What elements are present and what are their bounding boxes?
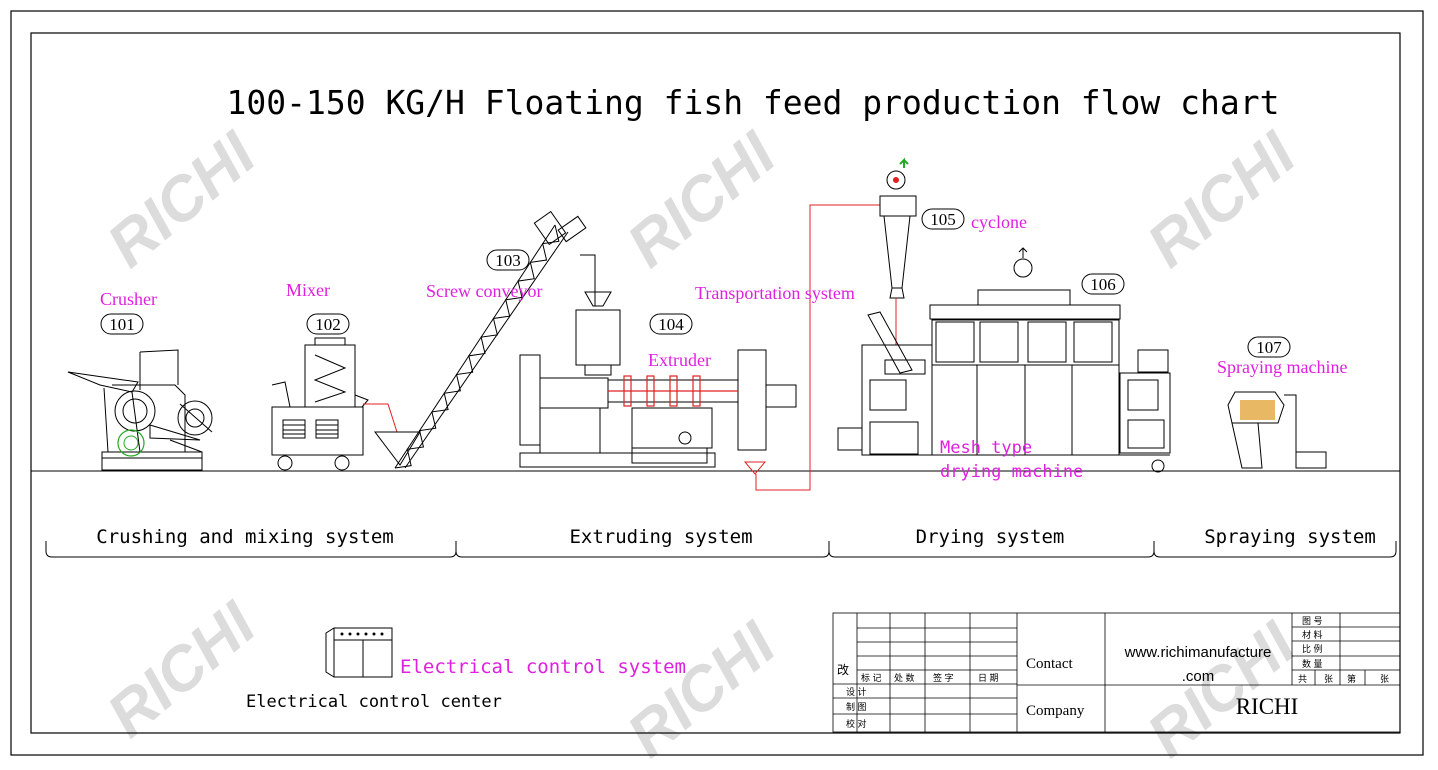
spraying-code: 107 <box>1256 338 1282 357</box>
watermark: RICHI <box>95 118 270 280</box>
watermark: RICHI <box>95 588 270 750</box>
title-block-rev-header-1: 标 记 <box>861 672 882 683</box>
cyclone-code: 105 <box>930 210 956 229</box>
watermarks: RICHI RICHI RICHI RICHI RICHI RICHI <box>95 118 1310 770</box>
chart-title: 100-150 KG/H Floating fish feed producti… <box>227 83 1280 122</box>
title-block-sheet-4: 张 <box>1380 674 1389 684</box>
mixer-machine <box>271 337 369 471</box>
electrical-control-center-label: Electrical control center <box>246 692 502 712</box>
system-drying: Drying system <box>916 526 1065 548</box>
crusher-label: Crusher <box>100 289 157 309</box>
title-block-sheet-3: 第 <box>1347 673 1356 684</box>
screw-conveyor-code: 103 <box>495 251 521 270</box>
screw-conveyor <box>373 210 596 469</box>
crusher-code: 101 <box>109 315 135 334</box>
mixer-code: 102 <box>315 315 341 334</box>
title-block-right-2: 材 料 <box>1302 629 1323 640</box>
transportation-pipe <box>743 204 880 491</box>
title-block-company-label: Company <box>1026 703 1085 719</box>
cyclone <box>879 170 917 299</box>
crusher-motor <box>117 429 145 457</box>
extruder-label: Extruder <box>648 350 711 370</box>
title-block-sheet-1: 共 <box>1298 674 1307 684</box>
electrical-control-system-label: Electrical control system <box>400 656 686 678</box>
dryer-code: 106 <box>1090 275 1116 294</box>
system-extruding: Extruding system <box>569 526 752 548</box>
inner-frame <box>30 32 1401 734</box>
watermark: RICHI <box>1135 118 1310 280</box>
spraying-label: Spraying machine <box>1217 357 1347 377</box>
extruder-barrel-rings <box>608 375 738 407</box>
mixer-label: Mixer <box>286 280 330 300</box>
title-block-rev-header-3: 签 字 <box>933 672 954 683</box>
title-block-website-1: www.richimanufacture <box>1124 644 1272 661</box>
electrical-cabinet-icon <box>325 627 393 678</box>
title-block-sheet-2: 张 <box>1324 674 1333 684</box>
extruder-code: 104 <box>658 315 684 334</box>
crusher-machine <box>67 349 213 471</box>
dryer-label-line1: Mesh type <box>940 438 1032 458</box>
title-block-rev-header-4: 日 期 <box>978 673 999 683</box>
cyclone-exhaust-arrow <box>899 157 909 168</box>
system-braces <box>45 541 1397 558</box>
system-crushing-mixing: Crushing and mixing system <box>96 526 393 548</box>
transportation-label: Transportation system <box>695 283 855 303</box>
title-block-company-name: RICHI <box>1236 694 1299 719</box>
dryer-label-line2: drying machine <box>940 462 1083 482</box>
extruder-machine <box>519 291 797 468</box>
title-block <box>832 612 1401 733</box>
screw-conveyor-label: Screw conveyor <box>426 281 542 301</box>
title-block-contact: Contact <box>1026 656 1073 672</box>
cyclone-label: cyclone <box>971 212 1027 232</box>
title-block-rev-header-2: 处 数 <box>894 672 915 683</box>
title-block-website-2: .com <box>1182 668 1215 685</box>
equipment-code-bubbles <box>100 208 1291 358</box>
watermark: RICHI <box>615 118 790 280</box>
watermark: RICHI <box>1135 608 1310 770</box>
system-spraying: Spraying system <box>1204 526 1376 548</box>
title-block-row-design: 设 计 <box>846 686 867 697</box>
electrical-cabinet-lamps <box>340 632 384 636</box>
title-block-right-1: 图 号 <box>1302 616 1323 626</box>
dryer-machine <box>837 247 1171 473</box>
mixer-to-conveyor-pipe <box>363 403 398 433</box>
title-block-row-check: 校 对 <box>846 718 867 729</box>
spraying-machine <box>1227 391 1327 469</box>
watermark: RICHI <box>615 608 790 770</box>
title-block-right-4: 数 量 <box>1302 658 1323 669</box>
title-block-gai: 改 <box>837 663 849 677</box>
outer-frame <box>10 10 1424 756</box>
spraying-feed-pellets <box>1240 400 1275 420</box>
title-block-row-draw: 制 图 <box>846 701 867 712</box>
title-block-right-3: 比 例 <box>1302 643 1323 654</box>
